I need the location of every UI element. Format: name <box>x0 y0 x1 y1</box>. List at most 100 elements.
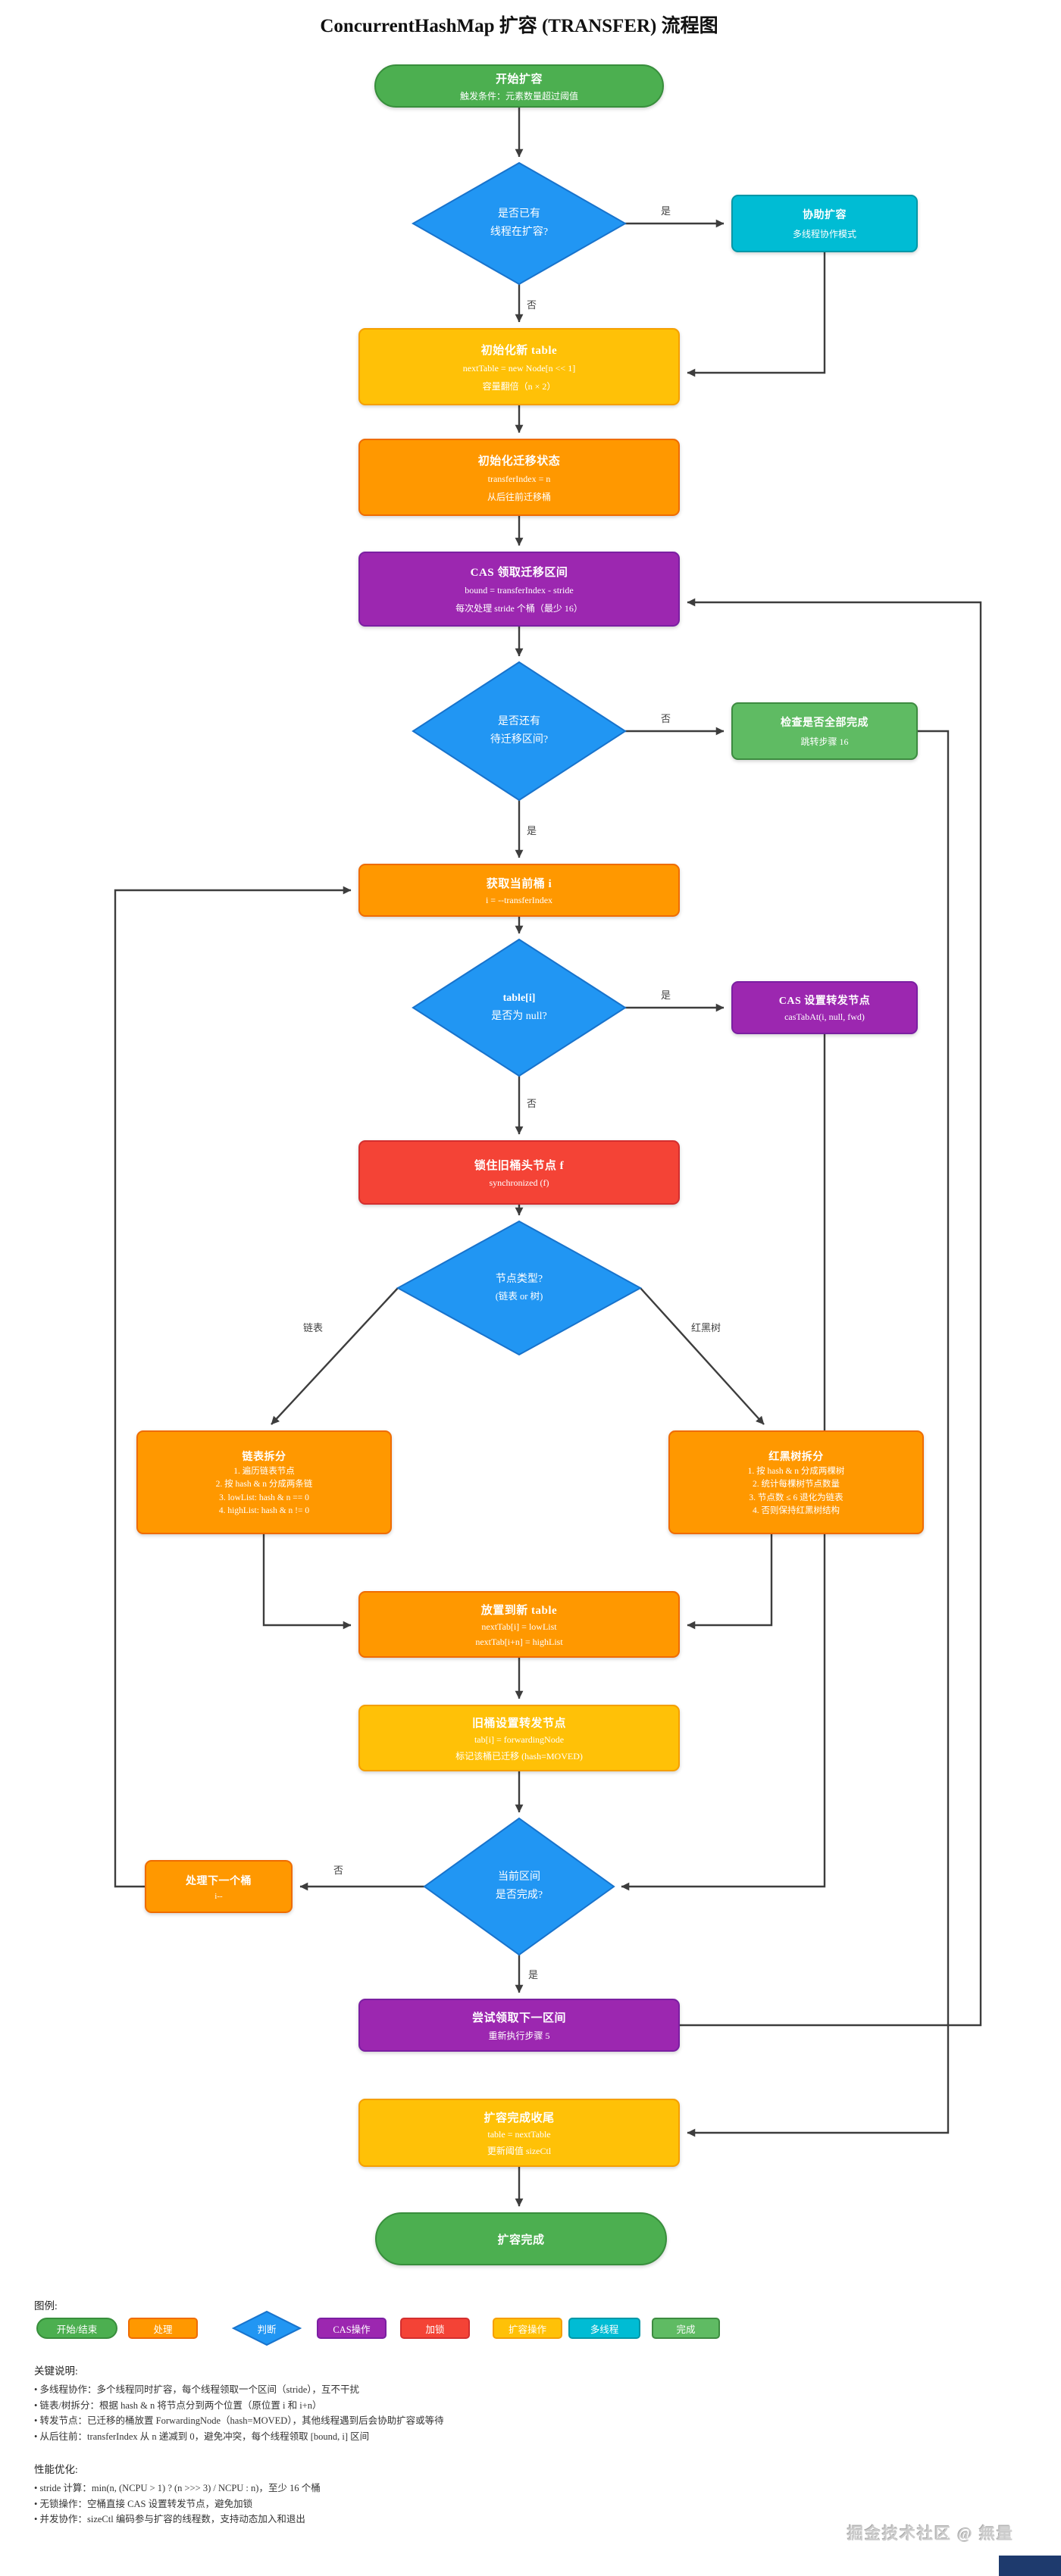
node-step: 2. 统计每棵树节点数量 <box>753 1480 840 1490</box>
edge-label-list: 链表 <box>303 1322 324 1333</box>
decision-existing-thread: 是否已有 线程在扩容? <box>413 163 625 284</box>
node-get-bucket: 获取当前桶 i i = --transferIndex <box>358 864 680 917</box>
node-subtitle: nextTable = new Node[n << 1] <box>462 362 576 374</box>
node-subtitle: table = nextTable <box>487 2128 551 2140</box>
decision-line: (链表 or 树) <box>495 1291 543 1302</box>
legend-heading: 图例: <box>34 2300 58 2312</box>
node-check-complete: 检查是否全部完成 跳转步骤 16 <box>731 702 918 760</box>
node-cas-claim: CAS 领取迁移区间 bound = transferIndex - strid… <box>358 552 680 627</box>
node-subtitle: 跳转步骤 16 <box>800 736 849 747</box>
node-subtitle: 每次处理 stride 个桶（最少 16） <box>455 603 583 614</box>
note-line: • 链表/树拆分：根据 hash & n 将节点分到两个位置（原位置 i 和 i… <box>34 2399 322 2411</box>
edge-label-no: 否 <box>527 299 537 311</box>
node-step: 1. 按 hash & n 分成两棵树 <box>747 1467 845 1477</box>
edge-label-yes: 是 <box>661 205 671 217</box>
node-title: 协助扩容 <box>803 210 847 221</box>
node-subtitle: tab[i] = forwardingNode <box>474 1733 565 1745</box>
node-list-split: 链表拆分 1. 遍历链表节点 2. 按 hash & n 分成两条链 3. lo… <box>136 1430 392 1534</box>
perf-line: • stride 计算：min(n, (NCPU > 1) ? (n >>> 3… <box>34 2483 321 2493</box>
node-title: 扩容完成收尾 <box>484 2112 555 2124</box>
corner-badge <box>999 2556 1061 2576</box>
node-subtitle: i = --transferIndex <box>485 894 553 905</box>
notes-heading: 关键说明: <box>34 2365 78 2377</box>
node-subtitle: 更新阈值 sizeCtl <box>487 2145 552 2156</box>
watermark: 掘金技术社区 @ 無量 <box>847 2524 1015 2543</box>
node-title: 旧桶设置转发节点 <box>471 1717 566 1730</box>
node-next-bucket: 处理下一个桶 i-- <box>145 1860 293 1913</box>
node-title: 链表拆分 <box>242 1452 286 1464</box>
node-set-forward: 旧桶设置转发节点 tab[i] = forwardingNode 标记该桶已迁移… <box>358 1705 680 1771</box>
edge-label-yes: 是 <box>528 1969 539 1980</box>
legend-label: 加锁 <box>425 2324 445 2335</box>
node-subtitle: i-- <box>214 1891 223 1901</box>
node-subtitle: nextTab[i+n] = highList <box>475 1636 563 1647</box>
node-subtitle: bound = transferIndex - stride <box>465 585 574 596</box>
node-title: 放置到新 table <box>480 1604 558 1617</box>
note-line: • 转发节点：已迁移的桶放置 ForwardingNode（hash=MOVED… <box>34 2415 444 2426</box>
legend-decision: 判断 <box>233 2318 300 2339</box>
node-end: 扩容完成 <box>375 2212 667 2265</box>
node-subtitle: 标记该桶已迁移 (hash=MOVED) <box>455 1750 583 1762</box>
node-title: 开始扩容 <box>495 73 543 86</box>
node-lock-bucket: 锁住旧桶头节点 f synchronized (f) <box>358 1140 680 1205</box>
legend-lock: 加锁 <box>400 2318 470 2339</box>
perf-line: • 无锁操作：空桶直接 CAS 设置转发节点，避免加锁 <box>34 2498 253 2509</box>
perf-line: • 并发协作：sizeCtl 编码参与扩容的线程数，支持动态加入和退出 <box>34 2514 305 2524</box>
page-title: ConcurrentHashMap 扩容 (TRANSFER) 流程图 <box>320 16 718 36</box>
decision-node-type: 节点类型? (链表 or 树) <box>398 1221 640 1355</box>
node-subtitle: 多线程协作模式 <box>792 229 856 239</box>
node-init-state: 初始化迁移状态 transferIndex = n 从后往前迁移桶 <box>358 439 680 516</box>
node-place-new-table: 放置到新 table nextTab[i] = lowList nextTab[… <box>358 1591 680 1658</box>
legend-label: 完成 <box>676 2324 696 2335</box>
perf-heading: 性能优化: <box>34 2464 78 2475</box>
legend-start-end: 开始/结束 <box>36 2318 117 2339</box>
edge-label-yes: 是 <box>527 825 537 836</box>
node-assist-expand: 协助扩容 多线程协作模式 <box>731 195 918 252</box>
legend-label: 扩容操作 <box>508 2324 546 2335</box>
decision-remaining-range: 是否还有 待迁移区间? <box>413 662 625 800</box>
node-step: 4. 否则保持红黑树结构 <box>753 1505 840 1515</box>
decision-line: 当前区间 <box>498 1871 540 1883</box>
node-step: 4. highList: hash & n != 0 <box>218 1505 310 1515</box>
decision-line: table[i] <box>502 992 536 1004</box>
node-subtitle: 容量翻倍（n × 2） <box>482 380 556 392</box>
legend-cas: CAS操作 <box>317 2318 387 2339</box>
node-init-table: 初始化新 table nextTable = new Node[n << 1] … <box>358 328 680 405</box>
decision-range-done: 当前区间 是否完成? <box>424 1818 614 1955</box>
node-step: 1. 遍历链表节点 <box>233 1467 295 1477</box>
node-subtitle: transferIndex = n <box>487 473 551 484</box>
node-cas-forward: CAS 设置转发节点 casTabAt(i, null, fwd) <box>731 981 918 1034</box>
node-claim-next: 尝试领取下一区间 重新执行步骤 5 <box>358 1999 680 2052</box>
node-step: 3. 节点数 ≤ 6 退化为链表 <box>749 1493 843 1502</box>
node-title: 初始化迁移状态 <box>477 455 561 467</box>
edge-label-no: 否 <box>527 1098 537 1109</box>
legend-label: 多线程 <box>590 2324 619 2335</box>
decision-line: 是否还有 <box>498 715 540 727</box>
legend-complete: 完成 <box>652 2318 720 2339</box>
perf-block: 性能优化: • stride 计算：min(n, (NCPU > 1) ? (n… <box>34 2461 321 2528</box>
decision-line: 线程在扩容? <box>490 227 549 238</box>
node-step: 3. lowList: hash & n == 0 <box>219 1493 309 1502</box>
node-step: 2. 按 hash & n 分成两条链 <box>215 1480 313 1490</box>
decision-remaining-range-shape <box>412 661 627 802</box>
note-line: • 多线程协作：多个线程同时扩容，每个线程领取一个区间（stride），互不干扰 <box>34 2384 360 2395</box>
edge-label-no: 否 <box>333 1865 344 1876</box>
decision-range-done-shape <box>423 1817 615 1956</box>
legend-label: CAS操作 <box>333 2324 371 2335</box>
node-subtitle: synchronized (f) <box>489 1177 549 1188</box>
legend-label: 处理 <box>153 2324 173 2335</box>
node-subtitle: nextTab[i] = lowList <box>481 1621 557 1632</box>
decision-line: 是否为 null? <box>491 1011 547 1022</box>
decision-line: 是否已有 <box>498 208 540 220</box>
note-line: • 从后往前：transferIndex 从 n 递减到 0，避免冲突，每个线程… <box>34 2431 370 2442</box>
node-subtitle: 从后往前迁移桶 <box>487 491 551 502</box>
decision-existing-thread-shape <box>411 161 628 286</box>
legend-label: 开始/结束 <box>56 2324 98 2335</box>
legend-expand: 扩容操作 <box>493 2318 562 2339</box>
legend-process: 处理 <box>128 2318 198 2339</box>
decision-line: 待迁移区间? <box>490 734 549 746</box>
node-title: 尝试领取下一区间 <box>471 2012 566 2024</box>
node-subtitle: 触发条件：元素数量超过阈值 <box>459 90 578 102</box>
node-subtitle: 重新执行步骤 5 <box>488 2030 550 2041</box>
